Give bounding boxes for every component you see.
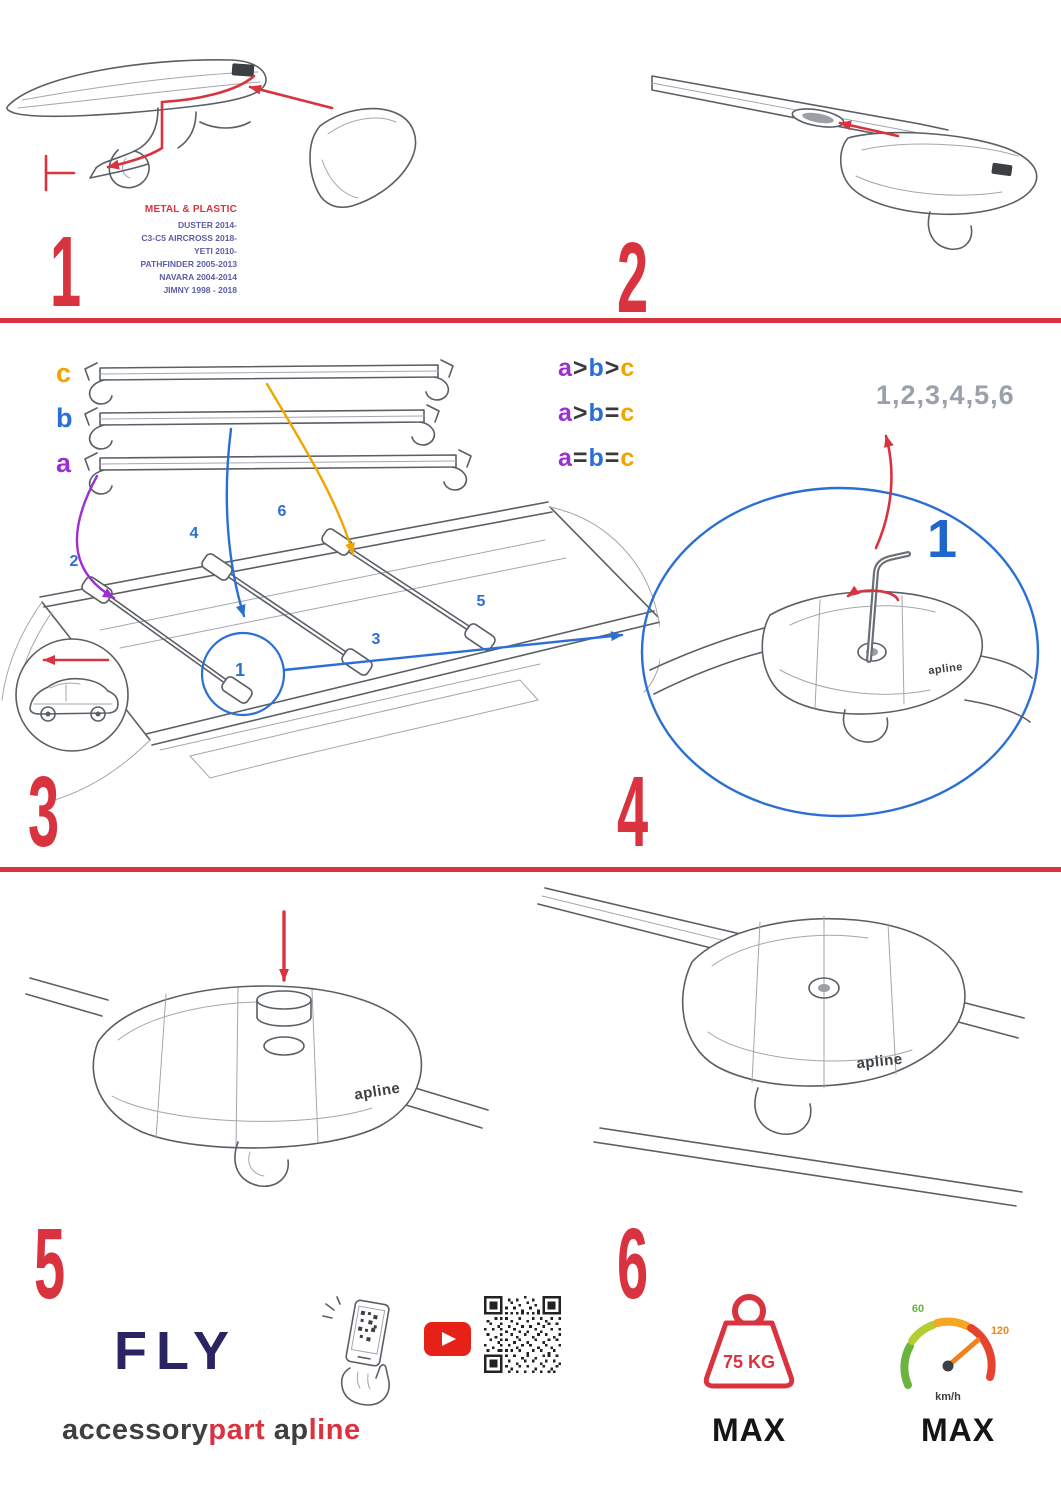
youtube-icon [424, 1322, 471, 1356]
position-6: 6 [278, 503, 287, 520]
step4-number: 4 [617, 756, 648, 868]
rule-operator: > [572, 399, 589, 427]
apline-logo-on-part: apline [856, 1051, 904, 1073]
step2-number: 2 [617, 222, 648, 334]
curve-c-orange [265, 382, 355, 556]
tighten-sequence-text: 1,2,3,4,5,6 [876, 380, 1015, 410]
bar-label-b: b [56, 403, 73, 433]
phone-scan-icon [322, 1296, 390, 1406]
speed-high-label: 120 [991, 1325, 1009, 1337]
speed-low-label: 60 [912, 1303, 924, 1315]
bar-c-drawing [84, 359, 454, 405]
car-direction-inset [15, 638, 129, 752]
step5-knob-press-drawing: apline [25, 910, 489, 1187]
cover-cap [309, 107, 417, 208]
step5-number: 5 [34, 1208, 65, 1320]
accessorypart-apline-logo: accessorypart apline [62, 1414, 361, 1447]
brand-accessory: accessory [62, 1414, 209, 1446]
speed-max-label: MAX [920, 1412, 996, 1448]
allen-key-drawing [866, 551, 911, 663]
bar-a-drawing [84, 449, 472, 495]
step6-number: 6 [617, 1208, 648, 1320]
rule-operator: = [572, 444, 589, 472]
step1-arrows [44, 74, 334, 192]
step2-bar-insert-drawing [651, 75, 1038, 250]
rule-letter: c [620, 354, 636, 382]
speedometer-icon: 60 120 km/h [900, 1303, 1009, 1403]
rule-operator: = [604, 444, 621, 472]
sequence-arrow [874, 434, 894, 550]
step3-roof-layout-drawing: 2 4 6 3 5 1 [1, 359, 660, 803]
position-1: 1 [235, 660, 245, 680]
weight-max-label: MAX [711, 1412, 787, 1448]
knob-drawing [256, 990, 312, 1027]
bar-b-drawing [84, 404, 440, 450]
model-item: DUSTER 2014- [177, 220, 237, 230]
brand-line: line [308, 1414, 361, 1446]
rotate-arrow [846, 585, 900, 602]
brand-ap: ap [273, 1414, 309, 1446]
model-item: C3-C5 AIRCROSS 2018- [141, 233, 237, 243]
curve-b-blue [225, 427, 246, 618]
foot-body-drawing: apline [92, 985, 423, 1187]
rule-operator: > [572, 354, 589, 382]
rule-operator: = [604, 399, 621, 427]
model-item: JIMNY 1998 - 2018 [163, 285, 237, 295]
qr-code-icon [484, 1296, 561, 1373]
rule-letter: b [588, 399, 605, 427]
rule-letter: c [620, 399, 636, 427]
crossbar-drawing [651, 75, 949, 141]
rule-operator: > [604, 354, 621, 382]
brand-part: part [208, 1414, 266, 1446]
section-divider-1 [0, 318, 1061, 323]
foot-clamp [89, 107, 251, 189]
zoom-link-arrow [282, 631, 624, 672]
position-1-highlight-circle [200, 631, 286, 717]
position-4: 4 [190, 525, 199, 542]
section-divider-2 [0, 867, 1061, 872]
insert-arrow [838, 120, 900, 138]
material-label: METAL & PLASTIC [144, 204, 237, 215]
hand-drawing [340, 1363, 390, 1406]
size-rule-2: a>b=c [558, 401, 635, 426]
rule-letter: a [558, 354, 573, 382]
crossbar-profile [6, 59, 267, 118]
position-5: 5 [477, 593, 486, 610]
max-weight-value: 75 KG [723, 1352, 775, 1372]
end-foot-drawing [839, 131, 1038, 250]
car-roof-drawing [1, 501, 660, 803]
zoom-circle [640, 486, 1040, 818]
apline-logo-on-part: apline [928, 661, 964, 677]
step4-tighten-zoom-drawing: apline [640, 434, 1040, 818]
position-3: 3 [372, 631, 381, 648]
model-item: NAVARA 2004-2014 [159, 272, 237, 282]
rule-letter: a [558, 444, 573, 472]
size-rule-1: a>b>c [558, 356, 635, 381]
max-weight-icon: 75 KG [703, 1294, 795, 1389]
model-item: PATHFINDER 2005-2013 [140, 259, 237, 269]
position-2: 2 [70, 553, 79, 570]
model-item: YETI 2010- [194, 246, 237, 256]
apline-badge [991, 162, 1013, 177]
fly-logo: FLY [114, 1321, 239, 1381]
first-position-number: 1 [927, 509, 958, 569]
foot-body-drawing: apline [681, 915, 966, 1135]
step1-number: 1 [50, 216, 81, 328]
step6-mounted-foot-drawing: apline [537, 887, 1025, 1207]
speed-unit-label: km/h [935, 1391, 961, 1403]
apline-badge [231, 63, 255, 77]
foot-on-rail-drawing: apline [649, 590, 1033, 743]
curve-a-purple [75, 474, 116, 600]
rule-letter: b [588, 354, 605, 382]
rule-letter: c [620, 444, 636, 472]
bar-label-c: c [56, 358, 72, 388]
bar-label-a: a [56, 448, 72, 478]
size-rule-3: a=b=c [558, 446, 635, 471]
step3-number: 3 [28, 756, 59, 868]
mounted-crossbars [81, 528, 496, 704]
step1-crossbar-end-drawing [6, 59, 417, 208]
vehicle-model-list: DUSTER 2014- C3-C5 AIRCROSS 2018- YETI 2… [87, 219, 237, 297]
rule-letter: a [558, 399, 573, 427]
rule-letter: b [588, 444, 605, 472]
